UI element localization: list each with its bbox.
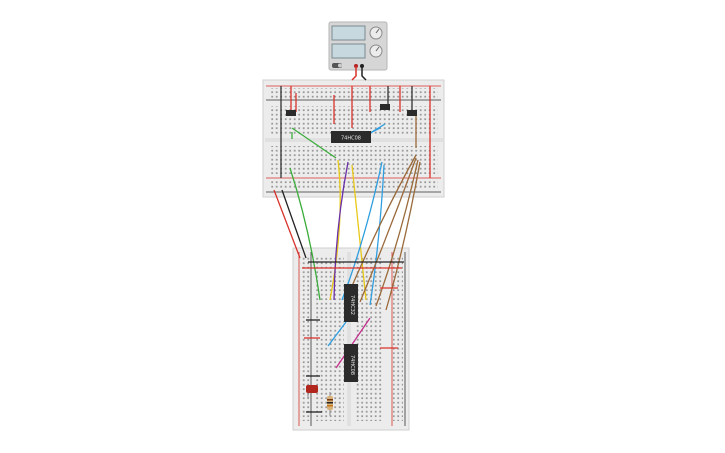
bottom-ic-upper-label: 74HC32	[349, 295, 355, 315]
current-display	[331, 43, 366, 59]
pushbutton-1	[286, 110, 296, 116]
top-board-buttons[interactable]	[286, 104, 417, 116]
bottom-ic-lower-label: 74HC08	[349, 355, 355, 375]
bottom-board-ic-lower: 74HC08	[344, 344, 358, 382]
top-board-ic: 74HC08	[331, 131, 371, 143]
resistor[interactable]	[327, 392, 333, 416]
voltage-display	[331, 25, 366, 41]
pushbutton-2	[380, 104, 390, 110]
top-ic-label: 74HC08	[341, 136, 361, 142]
pushbutton-3	[407, 110, 417, 116]
interboard-wires[interactable]	[273, 154, 421, 311]
power-supply[interactable]	[328, 21, 388, 71]
led[interactable]	[306, 385, 318, 398]
power-wires[interactable]	[351, 66, 367, 81]
breadboard-bottom	[292, 247, 410, 431]
bottom-board-wires[interactable]	[302, 261, 404, 413]
bottom-board-ic-upper: 74HC32	[344, 284, 358, 322]
